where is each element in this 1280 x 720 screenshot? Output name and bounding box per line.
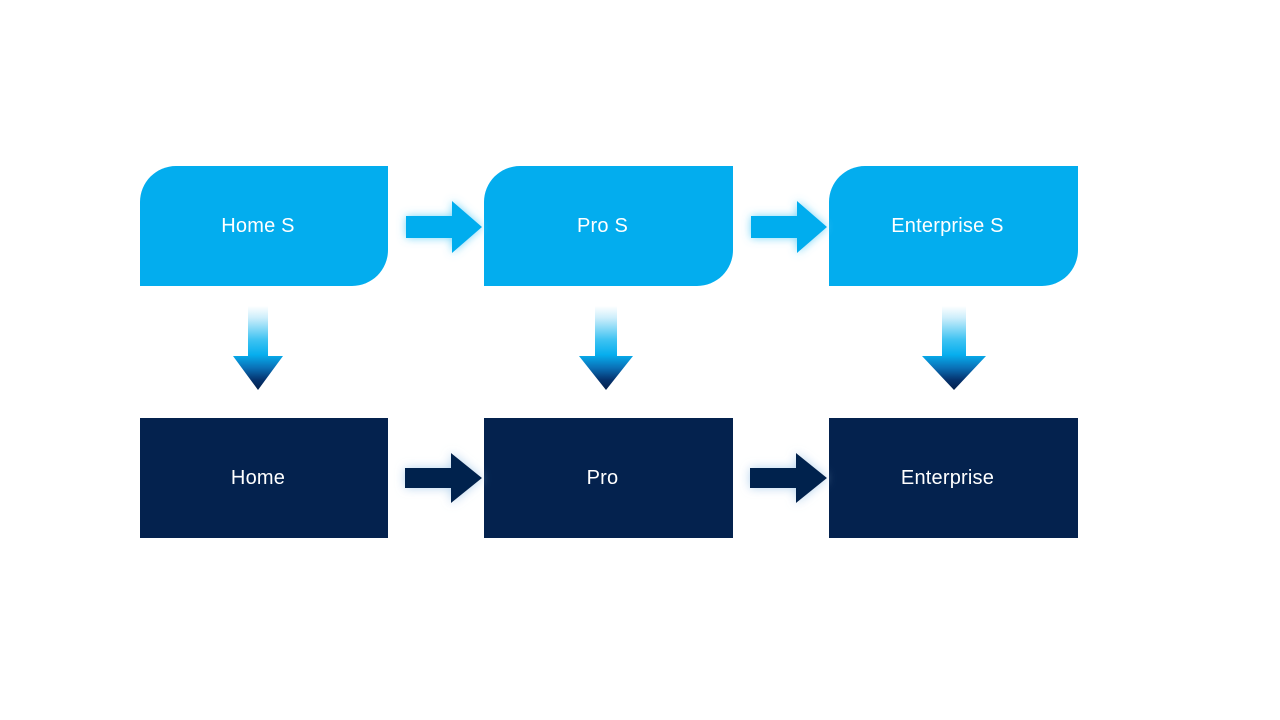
arrow-right-glyph (751, 201, 827, 253)
arrow-down-glyph (922, 306, 986, 390)
node-pro[interactable]: Pro (484, 418, 733, 538)
arrow-pro-to-enterprise (745, 447, 831, 509)
node-home-label: Home (230, 467, 286, 489)
arrow-down-glyph (579, 306, 633, 390)
arrow-pro-s-to-enterprise-s (747, 196, 831, 258)
arrow-home-s-to-home (231, 306, 285, 392)
arrow-right-glyph (405, 453, 482, 503)
node-pro-s-label: Pro S (576, 215, 629, 237)
arrow-right-glyph (750, 453, 827, 503)
node-enterprise-s-label: Enterprise S (891, 215, 1004, 237)
node-home-s-label: Home S (221, 215, 295, 237)
node-home[interactable]: Home (140, 418, 388, 538)
node-enterprise[interactable]: Enterprise (829, 418, 1078, 538)
node-enterprise-s[interactable]: Enterprise S (829, 166, 1078, 286)
arrow-home-to-pro (400, 447, 486, 509)
arrow-down-glyph (233, 306, 283, 390)
node-pro-s[interactable]: Pro S (484, 166, 733, 286)
node-home-s[interactable]: Home S (140, 166, 388, 286)
arrow-enterprise-s-to-enterprise (920, 306, 988, 392)
arrow-home-s-to-pro-s (402, 196, 486, 258)
arrow-right-glyph (406, 201, 482, 253)
node-pro-label: Pro (586, 467, 619, 489)
node-enterprise-label: Enterprise (900, 467, 995, 489)
arrow-pro-s-to-pro (577, 306, 635, 392)
